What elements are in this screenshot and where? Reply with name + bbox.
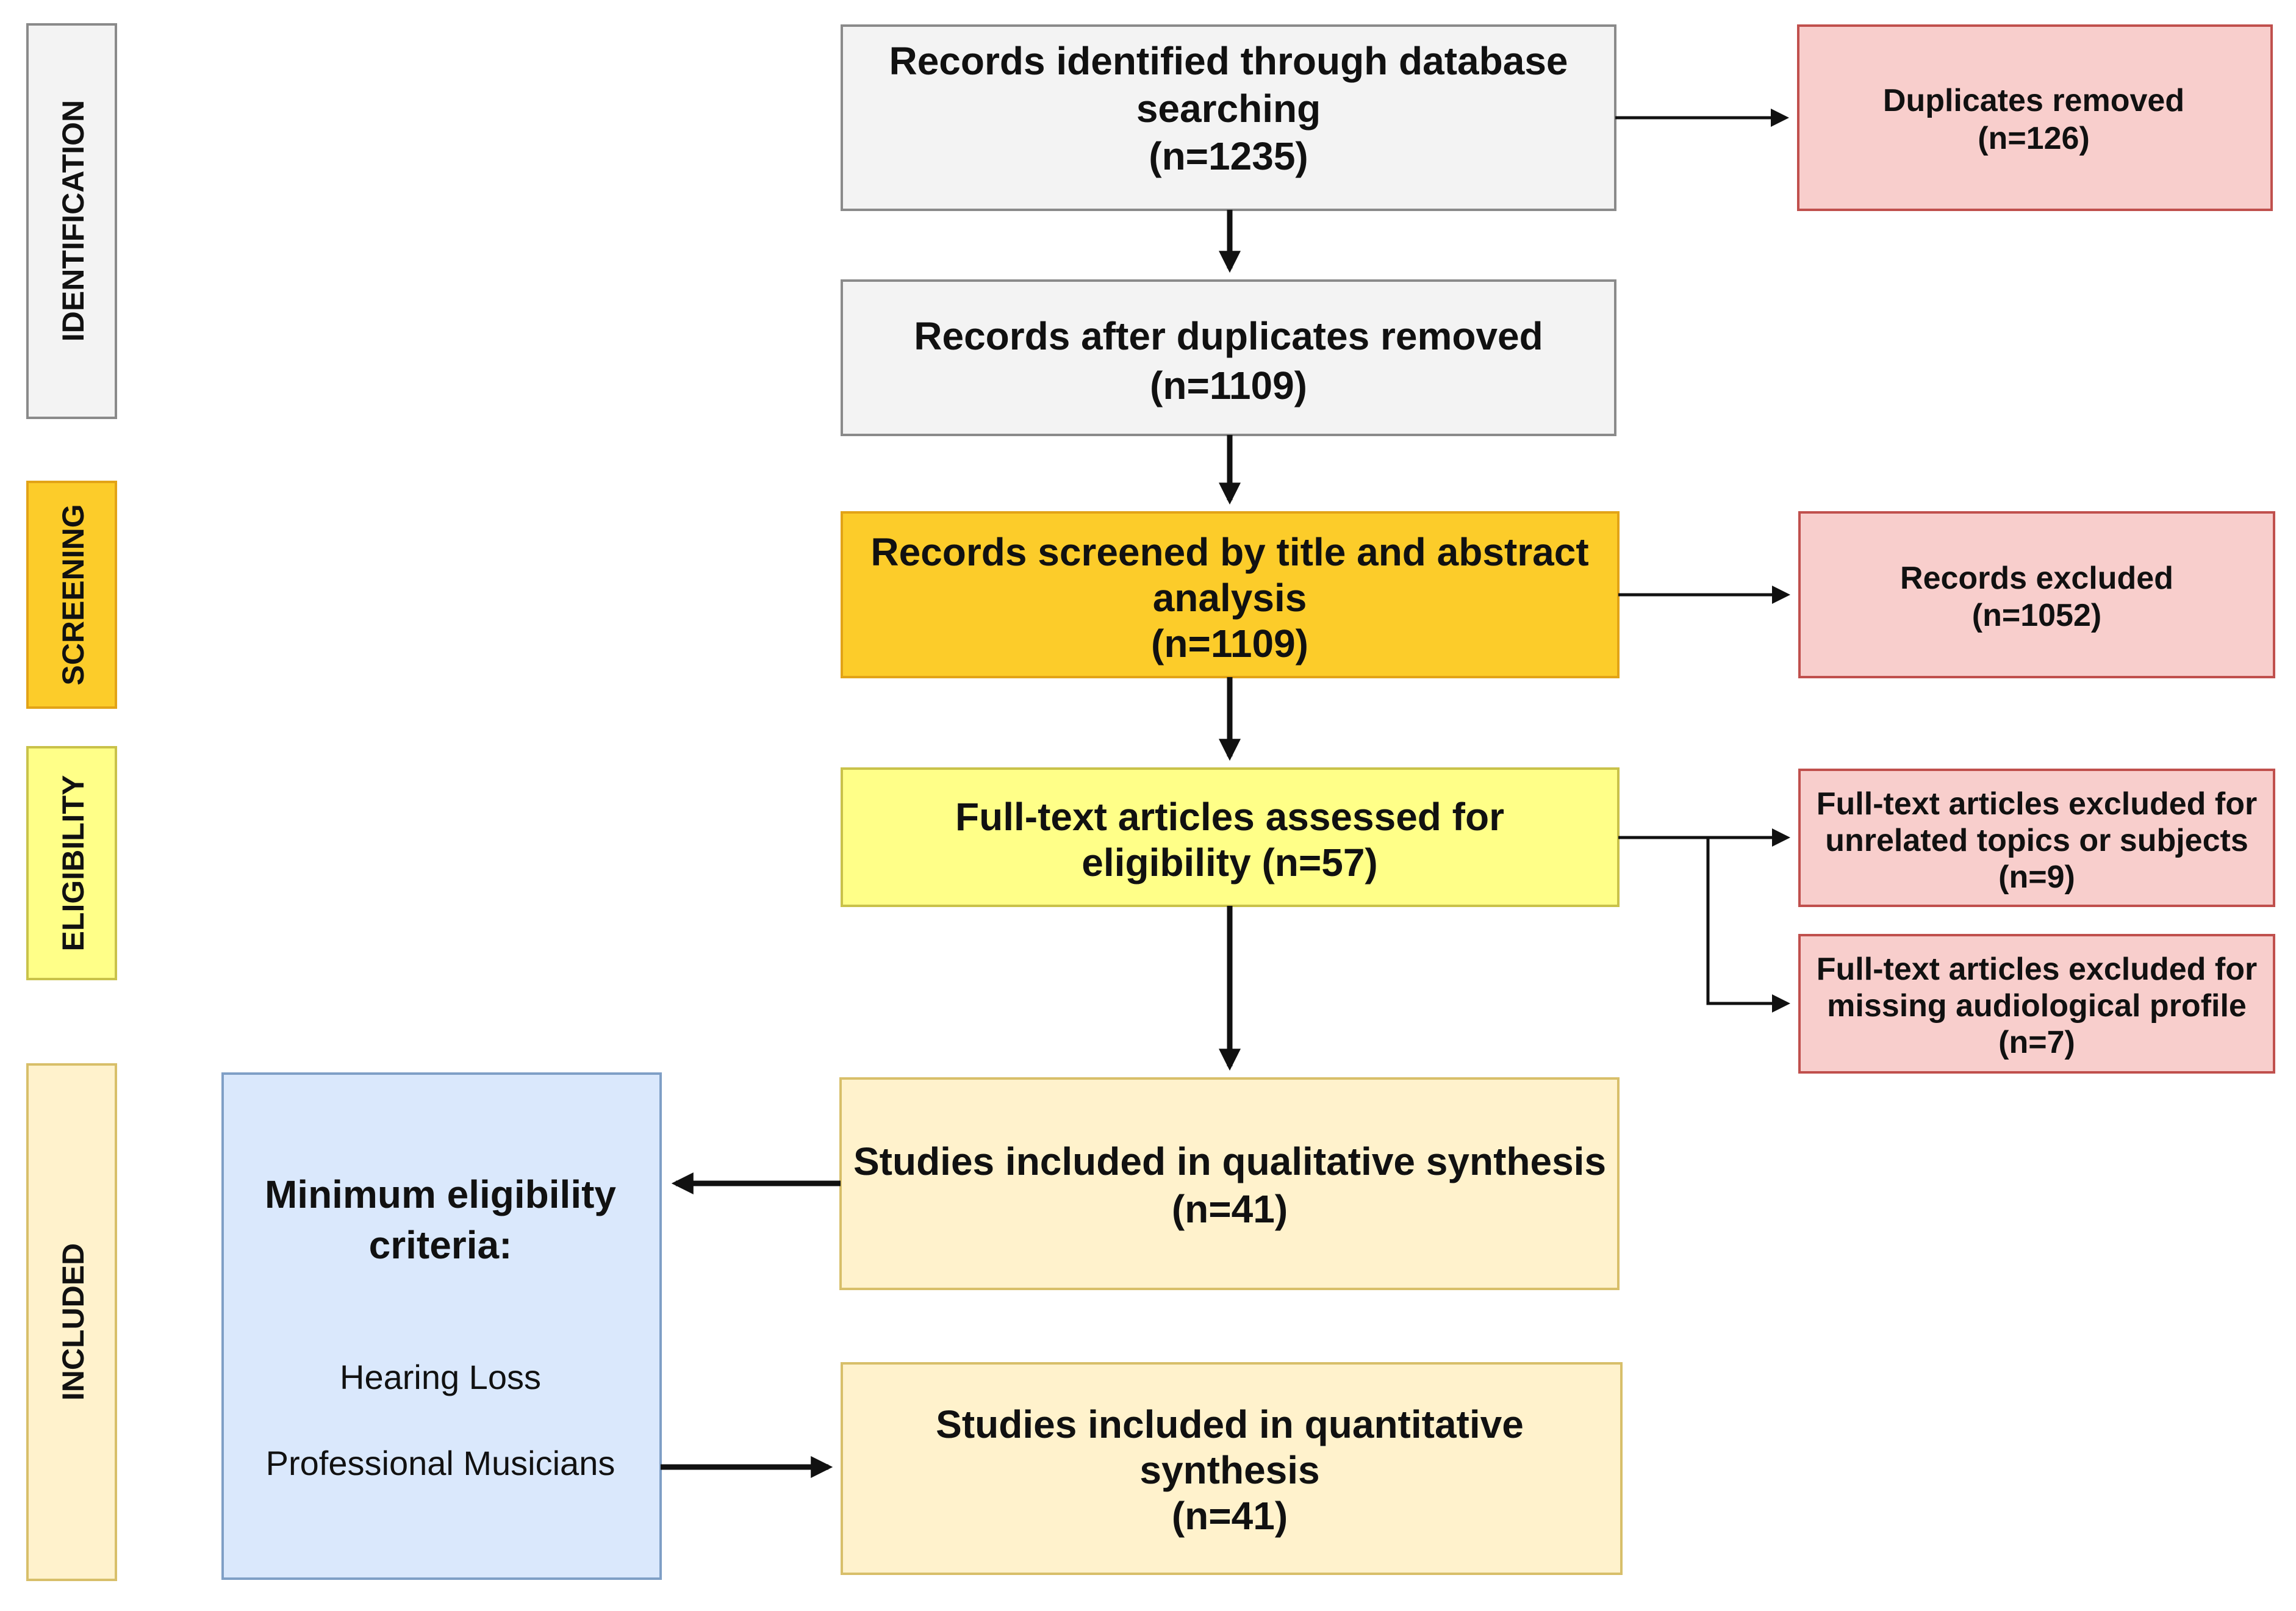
- stage-screening: SCREENING: [26, 481, 117, 709]
- side-box-records-excluded-count: (n=1052): [1972, 598, 2101, 633]
- side-box-excluded-unrelated: Full-text articles excluded for unrelate…: [1798, 769, 2275, 907]
- criteria-item-professional-musicians: Professional Musicians: [266, 1444, 615, 1482]
- side-box-excluded-unrelated-line1: Full-text articles excluded for: [1817, 786, 2257, 822]
- box-records-screened: Records screened by title and abstract a…: [841, 511, 1620, 678]
- box-quantitative-synthesis-count: (n=41): [1172, 1494, 1288, 1538]
- box-records-identified-count: (n=1235): [1149, 134, 1308, 178]
- side-box-excluded-missing-count: (n=7): [1998, 1025, 2075, 1060]
- stage-included: INCLUDED: [26, 1063, 117, 1581]
- side-box-excluded-unrelated-line2: unrelated topics or subjects: [1825, 823, 2248, 858]
- side-box-excluded-missing-line1: Full-text articles excluded for: [1817, 952, 2257, 987]
- side-box-records-excluded-line1: Records excluded: [1900, 561, 2173, 596]
- box-records-after-duplicates: Records after duplicates removed (n=1109…: [841, 279, 1616, 436]
- box-records-after-duplicates-line1: Records after duplicates removed: [914, 314, 1543, 358]
- box-records-screened-line1: Records screened by title and abstract: [870, 530, 1588, 574]
- side-box-excluded-missing: Full-text articles excluded for missing …: [1798, 934, 2275, 1074]
- box-records-identified: Records identified through database sear…: [841, 24, 1616, 211]
- box-quantitative-synthesis-line2: synthesis: [1139, 1448, 1319, 1492]
- criteria-item-hearing-loss: Hearing Loss: [340, 1358, 541, 1396]
- side-box-duplicates-removed-count: (n=126): [1978, 121, 2090, 156]
- box-full-text-assessed-line2: eligibility (n=57): [1082, 841, 1377, 884]
- criteria-box: Minimum eligibility criteria: Hearing Lo…: [221, 1072, 662, 1580]
- stage-eligibility: ELIGIBILITY: [26, 746, 117, 980]
- stage-screening-label: SCREENING: [56, 504, 90, 685]
- stage-included-label: INCLUDED: [56, 1243, 90, 1401]
- box-full-text-assessed-line1: Full-text articles assessed for: [955, 795, 1504, 839]
- side-box-excluded-missing-line2: missing audiological profile: [1827, 988, 2247, 1024]
- box-qualitative-synthesis-line1: Studies included in qualitative synthesi…: [853, 1139, 1606, 1183]
- box-records-screened-count: (n=1109): [1151, 622, 1308, 666]
- box-records-identified-line2: searching: [1136, 87, 1321, 131]
- connectors: [661, 109, 1790, 1478]
- box-quantitative-synthesis-line1: Studies included in quantitative: [936, 1402, 1524, 1446]
- side-box-duplicates-removed-line1: Duplicates removed: [1883, 83, 2184, 118]
- box-full-text-assessed: Full-text articles assessed for eligibil…: [841, 767, 1620, 907]
- side-box-records-excluded: Records excluded (n=1052): [1798, 511, 2275, 678]
- criteria-title-line2: criteria:: [369, 1223, 512, 1267]
- box-records-screened-line2: analysis: [1153, 576, 1307, 620]
- box-records-after-duplicates-count: (n=1109): [1150, 364, 1307, 407]
- stage-identification-label: IDENTIFICATION: [56, 100, 90, 342]
- criteria-title-line1: Minimum eligibility: [265, 1172, 616, 1216]
- box-qualitative-synthesis-count: (n=41): [1172, 1187, 1288, 1231]
- box-records-identified-line1: Records identified through database: [889, 39, 1568, 83]
- stage-eligibility-label: ELIGIBILITY: [56, 775, 90, 952]
- arrow-full-text-to-excluded-missing: [1706, 838, 1790, 1013]
- side-box-duplicates-removed: Duplicates removed (n=126): [1797, 24, 2273, 211]
- box-quantitative-synthesis: Studies included in quantitative synthes…: [841, 1362, 1623, 1575]
- stage-identification: IDENTIFICATION: [26, 23, 117, 419]
- side-box-excluded-unrelated-count: (n=9): [1998, 859, 2075, 895]
- box-qualitative-synthesis: Studies included in qualitative synthesi…: [839, 1077, 1620, 1290]
